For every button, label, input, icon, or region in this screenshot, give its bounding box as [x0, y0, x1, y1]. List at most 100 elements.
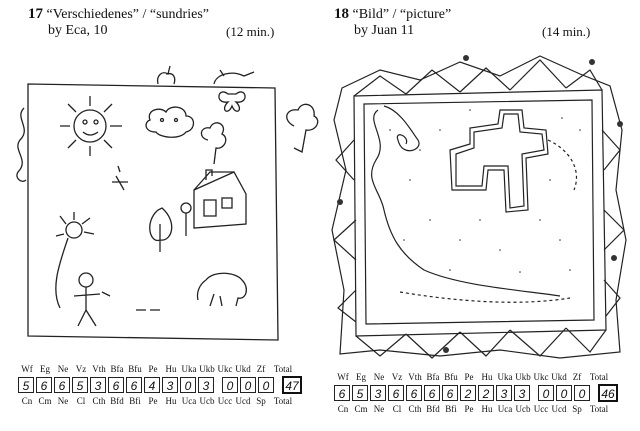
score-box: 6 — [388, 385, 404, 401]
label: Total — [273, 364, 293, 374]
label: Bfd — [110, 396, 124, 406]
label: Vz — [75, 364, 87, 374]
label: Ucd — [551, 404, 567, 414]
score-box: 6 — [424, 385, 440, 401]
score-labels-bottom: Cn Cm Ne Cl Cth Bfd Bfi Pe Hu Uca Ucb Uc… — [18, 396, 304, 406]
drawing-number: 17 — [28, 6, 43, 22]
label: Ukc — [217, 364, 233, 374]
score-box: 6 — [36, 377, 52, 393]
score-table-18: Wf Eg Ne Vz Vth Bfa Bfu Pe Hu Uka Ukb Uk… — [334, 372, 620, 414]
label: Cm — [38, 396, 52, 406]
label: Ne — [373, 404, 385, 414]
drawing-panel-18: 18 “Bild” / “picture” by Juan 11 (14 min… — [320, 0, 640, 431]
drawing-header-18: 18 “Bild” / “picture” by Juan 11 — [334, 6, 451, 39]
drawing-number: 18 — [334, 6, 349, 22]
label: Ucc — [217, 396, 233, 406]
label: Ukb — [515, 372, 531, 382]
score-box: 6 — [108, 377, 124, 393]
label: Cn — [21, 396, 33, 406]
label: Cn — [337, 404, 349, 414]
score-box: 5 — [72, 377, 88, 393]
drawing-title: “Bild” / “picture” — [352, 7, 452, 22]
score-box: 0 — [556, 385, 572, 401]
score-box: 3 — [496, 385, 512, 401]
label: Ukc — [533, 372, 549, 382]
label: Bfd — [426, 404, 440, 414]
score-box: 3 — [198, 377, 214, 393]
label: Eg — [40, 364, 50, 374]
label: Uca — [181, 396, 197, 406]
label: Bfu — [128, 364, 142, 374]
score-labels-top: Wf Eg Ne Vz Vth Bfa Bfu Pe Hu Uka Ukb Uk… — [334, 372, 620, 382]
label: Bfu — [444, 372, 458, 382]
score-box: 3 — [370, 385, 386, 401]
drawing-author: by Eca, 10 — [48, 23, 108, 38]
label: Ne — [57, 396, 69, 406]
score-box: 0 — [574, 385, 590, 401]
label: Hu — [165, 396, 177, 406]
label: Zf — [572, 372, 582, 382]
drawing-duration: (12 min.) — [226, 24, 275, 39]
score-labels-bottom: Cn Cm Ne Cl Cth Bfd Bfi Pe Hu Uca Ucb Uc… — [334, 404, 620, 414]
label: Ucb — [199, 396, 215, 406]
label: Vz — [391, 372, 403, 382]
label: Ne — [57, 364, 69, 374]
label: Ne — [373, 372, 385, 382]
score-box: 6 — [126, 377, 142, 393]
label: Bfa — [426, 372, 440, 382]
label: Total — [273, 396, 293, 406]
label: Sp — [572, 404, 582, 414]
score-boxes: 6 5 3 6 6 6 6 2 2 3 3 0 0 0 46 — [334, 384, 620, 402]
score-box: 0 — [240, 377, 256, 393]
score-box: 3 — [162, 377, 178, 393]
label: Ucb — [515, 404, 531, 414]
label: Pe — [464, 372, 474, 382]
score-box: 0 — [222, 377, 238, 393]
score-labels-top: Wf Eg Ne Vz Vth Bfa Bfu Pe Hu Uka Ukb Uk… — [18, 364, 304, 374]
score-table-17: Wf Eg Ne Vz Vth Bfa Bfu Pe Hu Uka Ukb Uk… — [18, 364, 304, 406]
label: Vth — [92, 364, 106, 374]
label: Uka — [497, 372, 513, 382]
label: Zf — [256, 364, 266, 374]
score-total-box: 46 — [598, 384, 618, 402]
label: Ucd — [235, 396, 251, 406]
label: Total — [589, 404, 609, 414]
label: Cth — [408, 404, 422, 414]
score-box: 0 — [538, 385, 554, 401]
score-box: 2 — [478, 385, 494, 401]
label: Vth — [408, 372, 422, 382]
score-box: 6 — [442, 385, 458, 401]
label: Hu — [165, 364, 177, 374]
label: Cl — [76, 396, 86, 406]
score-box: 5 — [352, 385, 368, 401]
drawing-duration: (14 min.) — [542, 24, 591, 39]
label: Eg — [356, 372, 366, 382]
score-boxes: 5 6 6 5 3 6 6 4 3 0 3 0 0 0 47 — [18, 376, 304, 394]
score-box: 6 — [334, 385, 350, 401]
label: Bfa — [110, 364, 124, 374]
label: Pe — [148, 396, 158, 406]
score-box: 3 — [514, 385, 530, 401]
score-box: 6 — [54, 377, 70, 393]
label: Bfi — [129, 396, 141, 406]
drawing-panel-17: 17 “Verschiedenes” / “sundries” by Eca, … — [16, 6, 319, 406]
label: Cm — [354, 404, 368, 414]
label: Cl — [392, 404, 402, 414]
label: Cth — [92, 396, 106, 406]
label: Ukd — [235, 364, 251, 374]
label: Pe — [148, 364, 158, 374]
label: Wf — [21, 364, 33, 374]
label: Ucc — [533, 404, 549, 414]
label: Ukb — [199, 364, 215, 374]
label: Ukd — [551, 372, 567, 382]
label: Pe — [464, 404, 474, 414]
drawing-author: by Juan 11 — [354, 23, 415, 38]
label: Sp — [256, 396, 266, 406]
label: Hu — [481, 372, 493, 382]
score-box: 3 — [90, 377, 106, 393]
score-box: 0 — [258, 377, 274, 393]
label: Wf — [337, 372, 349, 382]
score-box: 5 — [18, 377, 34, 393]
score-total-box: 47 — [282, 376, 302, 394]
drawing-title: “Verschiedenes” / “sundries” — [46, 7, 209, 22]
